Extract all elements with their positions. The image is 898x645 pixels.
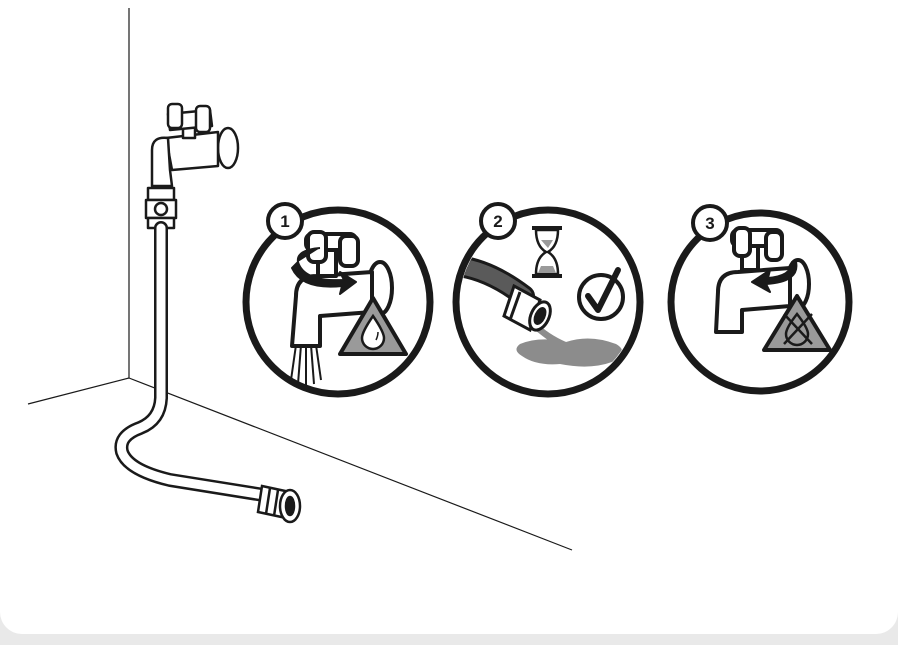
step-2-number: 2 bbox=[493, 212, 502, 231]
hourglass-icon bbox=[532, 226, 562, 278]
check-mark-icon bbox=[577, 267, 625, 321]
tap-open-water-icon bbox=[290, 230, 408, 385]
step-3-badge: 3 bbox=[691, 204, 729, 242]
room-lines bbox=[27, 8, 573, 551]
hose-end-connector-icon bbox=[256, 484, 302, 524]
step-2-badge: 2 bbox=[479, 202, 517, 240]
water-spray bbox=[290, 344, 322, 385]
step-1-number: 1 bbox=[280, 212, 289, 231]
water-puddle bbox=[516, 338, 623, 367]
rotate-arrow-icon bbox=[291, 247, 357, 295]
step-1-badge: 1 bbox=[266, 202, 304, 240]
step-1: 1 bbox=[242, 202, 434, 398]
water-drop-warning-icon bbox=[338, 296, 408, 356]
step-2: 2 bbox=[452, 202, 644, 398]
step-3: 3 bbox=[667, 204, 853, 395]
rotate-arrow-icon bbox=[751, 261, 798, 293]
water-hose bbox=[114, 221, 277, 503]
no-water-warning-icon bbox=[762, 294, 832, 352]
floor-left-line bbox=[27, 377, 130, 405]
step-3-number: 3 bbox=[705, 214, 714, 233]
floor-right-line bbox=[128, 377, 573, 551]
tap-close-icon bbox=[714, 226, 832, 352]
wall-tap-icon bbox=[144, 102, 240, 230]
